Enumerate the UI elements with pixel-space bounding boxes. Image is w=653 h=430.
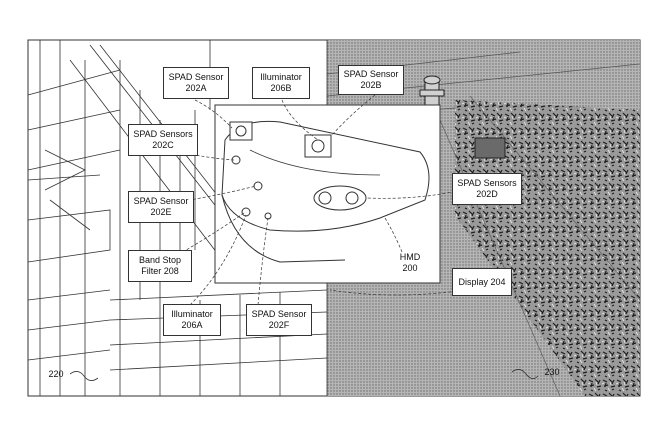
label-display-204: Display 204 [452,268,512,296]
label-illuminator-206a: Illuminator 206A [163,304,221,336]
ref-arrow-220 [69,371,99,381]
street-scene [326,40,641,397]
label-spad-sensors-202c: SPAD Sensors 202C [128,124,198,156]
label-spad-sensors-202d: SPAD Sensors 202D [452,173,522,205]
label-hmd-200: HMD 200 [399,252,421,273]
label-illuminator-206b: Illuminator 206B [252,67,310,99]
hmd-body [221,120,430,232]
label-spad-sensor-202e: SPAD Sensor 202E [128,191,194,223]
label-spad-sensor-202f: SPAD Sensor 202F [246,304,312,336]
label-spad-sensor-202b: SPAD Sensor 202B [338,65,404,95]
label-band-stop-filter-208: Band Stop Filter 208 [128,250,192,282]
label-ref-230: 230 [544,367,560,377]
ref-arrow-230 [511,369,539,379]
street-box [474,137,506,159]
label-ref-220: 220 [48,369,64,379]
label-spad-sensor-202a: SPAD Sensor 202A [163,67,229,99]
hmd-inset [214,104,441,284]
